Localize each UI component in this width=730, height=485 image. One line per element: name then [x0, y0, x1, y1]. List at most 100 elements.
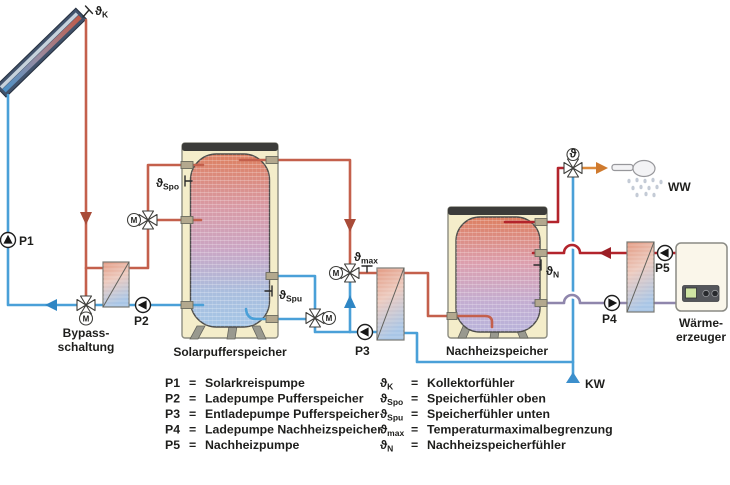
legend-eq: = [411, 407, 418, 421]
legend-pump-name: Ladepumpe Pufferspeicher [205, 392, 364, 406]
reheat-tank-top-band [448, 207, 547, 215]
flow-arrow-left-icon [45, 299, 57, 311]
sensor-tank-bottom-icon [264, 285, 273, 297]
pump-p4-icon [603, 294, 621, 312]
bypass-heat-exchanger [102, 261, 130, 308]
discharge-valve-icon: M [305, 308, 337, 328]
legend-eq: = [411, 438, 418, 452]
temp-limit-valve-icon: M [328, 263, 360, 283]
sensor-temp-max-label: ϑmax [354, 250, 378, 266]
mix-valve-symbol: ϑ [570, 147, 577, 161]
heat-generator [675, 242, 728, 312]
legend-eq: = [189, 392, 196, 406]
legend-eq: = [411, 376, 418, 390]
pump-p3-label: P3 [355, 344, 370, 358]
pumps [0, 231, 674, 341]
legend-pump-id: P1 [165, 376, 180, 390]
legend-eq: = [189, 438, 196, 452]
legend-eq: = [411, 423, 418, 437]
legend-pump-id: P4 [165, 423, 180, 437]
charge-valve-icon: M [126, 210, 158, 230]
pipe-tank-outlet-lower [244, 307, 308, 321]
pipe-hx1-secondary-out [127, 228, 150, 270]
valves: M M M M ϑ [76, 147, 583, 328]
solar-hot-pipes [84, 18, 494, 329]
thermostatic-mixing-valve-icon: ϑ [563, 147, 583, 178]
flow-arrow-right-icon [596, 162, 608, 174]
legend-sensor-sym: ϑSpo [380, 392, 403, 408]
pump-p5-icon [656, 244, 674, 262]
flow-arrow-down-icon [344, 219, 356, 232]
legend-sensor-sym: ϑSpu [380, 407, 403, 423]
sensor-tank-top-label: ϑSpo [156, 176, 179, 192]
warm-water-label: WW [668, 180, 691, 194]
legend-eq: = [189, 376, 196, 390]
pump-p3-icon [356, 323, 374, 341]
motor-label: M [83, 314, 90, 323]
legend-sensor-sym: ϑK [380, 376, 394, 392]
pipe-boiler-charge-return [531, 293, 629, 305]
shower-handle [611, 163, 634, 172]
port [265, 315, 279, 323]
flow-arrow-down-icon [80, 212, 92, 225]
legend-sensor-sym: ϑN [380, 438, 393, 454]
legend-pump-name: Solarkreispumpe [205, 376, 305, 390]
legend-pump-id: P3 [165, 407, 180, 421]
legend-eq: = [411, 392, 418, 406]
sensor-tank-top-icon [184, 175, 193, 187]
flow-arrow-up-icon [344, 295, 356, 308]
solar-tank-top-band [182, 143, 278, 151]
solar-tank-texture [190, 154, 270, 327]
legend-sensor-name: Speicherfühler oben [427, 392, 546, 406]
legend-sensor-name: Temperaturmaximalbegrenzung [427, 423, 613, 437]
motor-label: M [326, 314, 333, 323]
solar-buffer-tank [181, 142, 279, 340]
pump-p2-label: P2 [134, 314, 149, 328]
port [265, 272, 279, 280]
port [265, 156, 279, 164]
solar-tank-label: Solarpufferspeicher [173, 345, 287, 359]
flow-arrow-left-icon [599, 247, 611, 259]
boiler-knob [711, 289, 719, 298]
shower-icon [611, 159, 663, 198]
sensor-reheat-tank-icon [533, 259, 542, 271]
legend-pump-name: Ladepumpe Nachheizspeicher [205, 423, 382, 437]
sensor-temp-max-icon [361, 265, 373, 273]
shower-drops [627, 177, 663, 198]
legend-sensor-name: Nachheizspeicherfühler [427, 438, 566, 452]
motor-label: M [131, 216, 138, 225]
boiler-knob [702, 289, 710, 298]
heat-exchangers [102, 241, 655, 341]
shower-head [632, 159, 656, 178]
tank-ports [180, 156, 548, 323]
bypass-label-line2: schaltung [58, 340, 115, 354]
port [180, 161, 194, 169]
pump-p1-label: P1 [19, 234, 34, 248]
legend-pump-name: Entladepumpe Pufferspeicher [205, 407, 379, 421]
sensor-tank-bottom-label: ϑSpu [279, 288, 302, 304]
port [534, 218, 548, 226]
port [446, 312, 458, 320]
legend-eq: = [189, 407, 196, 421]
bypass-valve-icon: M [76, 295, 96, 326]
legend-pump-id: P2 [165, 392, 180, 406]
collector-glass-stripe [0, 12, 79, 89]
boiler-label-line2: erzeuger [676, 330, 726, 344]
legend-pump-id: P5 [165, 438, 180, 452]
legend-sensor-name: Kollektorfühler [427, 376, 515, 390]
legend-sensor-name: Speicherfühler unten [427, 407, 550, 421]
sensor-collector-label: ϑK [95, 4, 109, 20]
pipe-cold-water-branch [402, 331, 575, 364]
motor-label: M [333, 269, 340, 278]
solar-tank-leg [189, 325, 206, 340]
solar-collector [0, 7, 88, 98]
sensor-collector-icon [82, 5, 94, 18]
solar-tank-leg [251, 325, 267, 340]
pump-p2-icon [134, 296, 152, 314]
port [180, 216, 194, 224]
reheat-tank [447, 206, 548, 339]
pump-p1-icon [0, 231, 17, 249]
boiler-heat-exchanger [626, 241, 655, 313]
